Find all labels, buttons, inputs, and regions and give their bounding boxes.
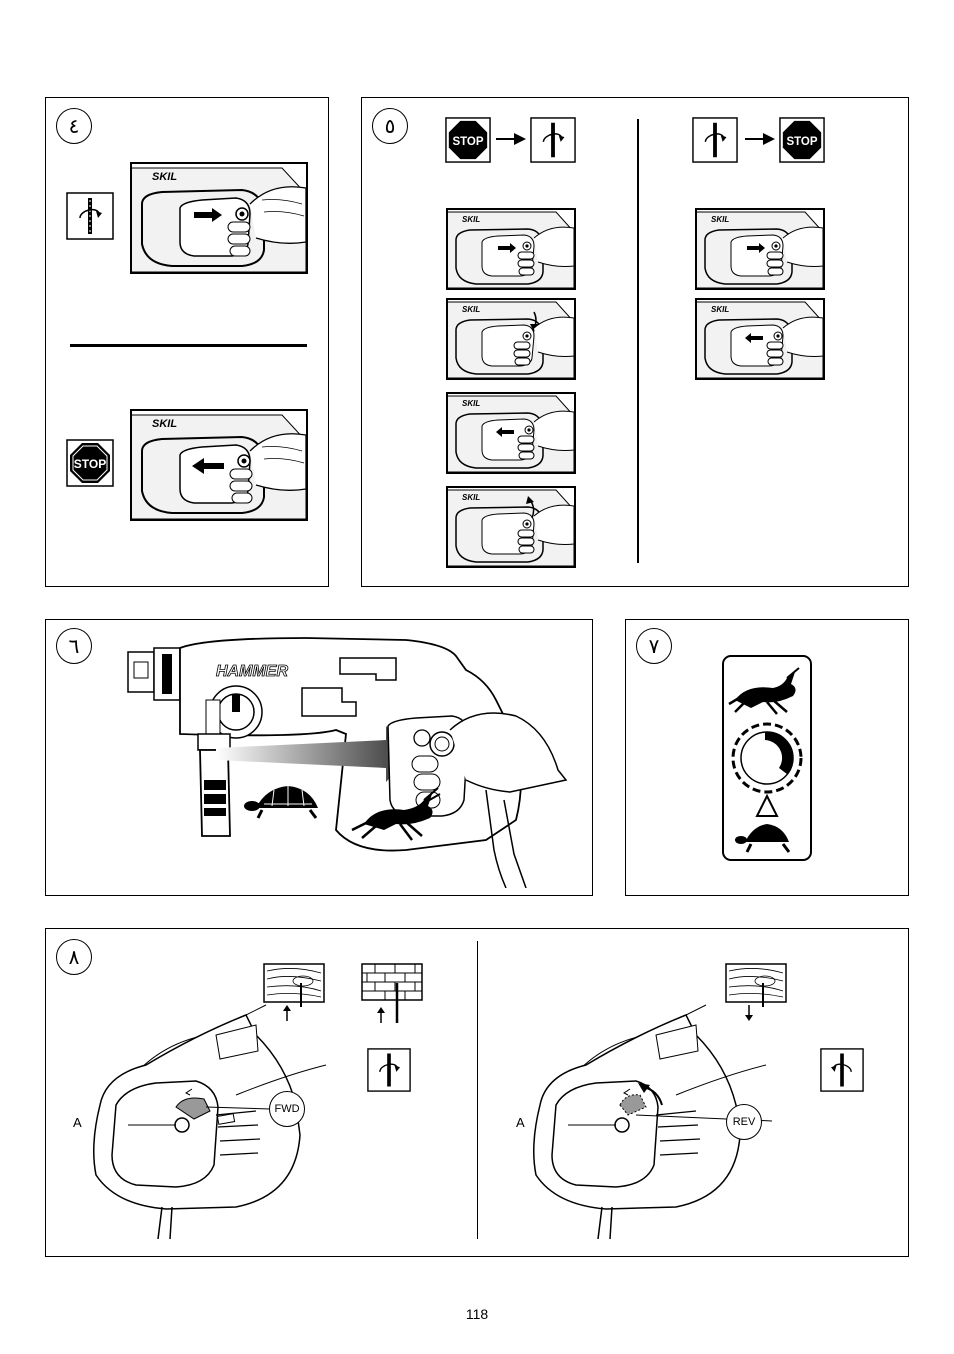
svg-text:STOP: STOP [786, 136, 817, 148]
sequence-step-press: SKIL [695, 208, 825, 290]
page-number: 118 [465, 1306, 489, 1322]
panel-7: ٧ [625, 619, 909, 896]
rabbit-fast-icon [728, 667, 800, 715]
panel-number-badge: ٧ [636, 628, 672, 664]
panel-number-badge: ٨ [56, 939, 92, 975]
stop-icon: STOP [66, 439, 114, 487]
speed-dial-illustration [722, 655, 812, 861]
skil-logo: SKIL [462, 399, 480, 408]
panel-6: ٦ HAMMER [45, 619, 593, 896]
panel-4: ٤ SKIL STOP [45, 97, 329, 587]
direction-divider [477, 941, 478, 1239]
sequence-step-2: SKIL [446, 298, 576, 380]
panel-5: ٥ STOP STOP SKIL [361, 97, 909, 587]
skil-logo: SKIL [152, 418, 177, 430]
panel-8: ٨ A FWD [45, 928, 909, 1257]
turtle-slow-icon [735, 824, 791, 853]
rotation-clockwise-icon [367, 1048, 411, 1092]
wood-screw-in-icon [263, 963, 325, 1021]
skil-logo: SKIL [462, 305, 480, 314]
sequence-step-3: SKIL [446, 392, 576, 474]
hammer-drill-speed-illustration: HAMMER [127, 637, 568, 888]
stop-icon: STOP [779, 117, 825, 163]
masonry-drill-icon [361, 963, 423, 1023]
fwd-label: FWD [269, 1091, 305, 1127]
skil-logo: SKIL [711, 215, 729, 224]
arrow-right-icon [496, 133, 526, 145]
divider [70, 344, 307, 347]
sequence-step-1: SKIL [446, 208, 576, 290]
forward-switch-illustration [93, 1004, 327, 1239]
rotation-counterclockwise-icon [820, 1048, 864, 1092]
rev-label: REV [726, 1104, 762, 1140]
rabbit-fast-icon [351, 787, 441, 841]
trigger-release-illustration: SKIL [130, 409, 308, 521]
sequence-divider [637, 119, 639, 563]
skil-logo: SKIL [462, 493, 480, 502]
hammer-logo: HAMMER [216, 663, 288, 680]
turtle-slow-icon [244, 786, 318, 819]
svg-text:STOP: STOP [452, 136, 483, 148]
sequence-step-4: SKIL [446, 486, 576, 568]
trigger-press-illustration: SKIL [130, 162, 308, 274]
wood-screw-out-icon [725, 963, 787, 1021]
svg-text:STOP: STOP [74, 457, 106, 471]
switch-a-label: A [73, 1115, 82, 1130]
arrow-right-icon [745, 133, 775, 145]
sequence-step-release: SKIL [695, 298, 825, 380]
skil-logo: SKIL [152, 171, 177, 183]
switch-a-label: A [516, 1115, 525, 1130]
panel-number-badge: ٤ [56, 108, 92, 144]
skil-logo: SKIL [462, 215, 480, 224]
reverse-switch-illustration [533, 1004, 773, 1239]
rotation-clockwise-icon [66, 192, 114, 240]
panel-number-badge: ٦ [56, 628, 92, 664]
rotation-clockwise-icon [692, 117, 738, 163]
rotation-clockwise-icon [530, 117, 576, 163]
stop-icon: STOP [445, 117, 491, 163]
skil-logo: SKIL [711, 305, 729, 314]
panel-number-badge: ٥ [372, 108, 408, 144]
